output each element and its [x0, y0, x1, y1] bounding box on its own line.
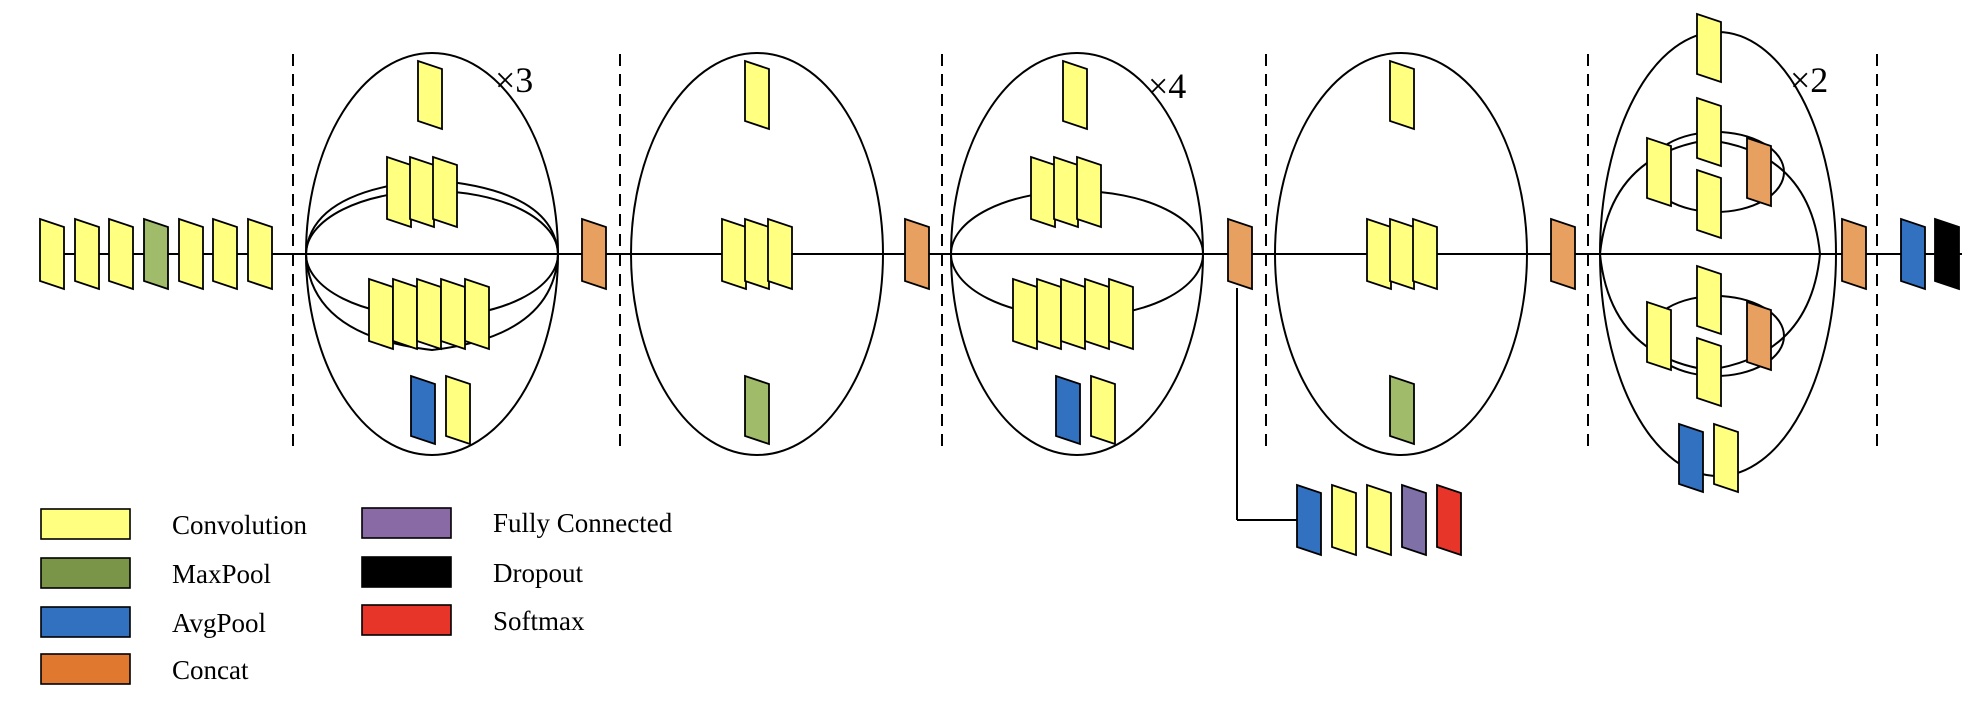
legend-label-avgpool: AvgPool — [172, 608, 266, 638]
convolution-block-53 — [1646, 300, 1672, 372]
convolution-block-7 — [417, 59, 443, 131]
maxpool-block-23 — [744, 374, 770, 446]
legend-swatch-dropout — [361, 556, 452, 588]
legend-item-fully-connected: Fully Connected — [361, 507, 673, 539]
legend-item-maxpool: MaxPool — [40, 557, 271, 589]
legend-swatch-fully-connected — [361, 507, 452, 539]
convolution-block-58 — [1713, 422, 1739, 494]
convolution-block-28 — [1076, 155, 1102, 229]
legend-swatch-softmax — [361, 604, 452, 636]
convolution-block-17 — [445, 374, 471, 446]
convolution-block-42 — [1389, 59, 1415, 131]
convolution-block-25 — [1062, 59, 1088, 131]
maxpool-block-46 — [1389, 374, 1415, 446]
convolution-block-13 — [416, 277, 442, 351]
avgpool-block-57 — [1678, 422, 1704, 494]
legend-label-fully-connected: Fully Connected — [493, 508, 673, 538]
convolution-block-38 — [1331, 483, 1357, 557]
legend-item-dropout: Dropout — [361, 556, 583, 588]
convolution-block-39 — [1366, 483, 1392, 557]
avgpool-block-16 — [410, 374, 436, 446]
maxpool-block-3 — [143, 217, 169, 291]
concat-block-36 — [1227, 217, 1253, 291]
avgpool-block-34 — [1055, 374, 1081, 446]
dropout-block-61 — [1934, 217, 1960, 291]
convolution-block-1 — [74, 217, 100, 291]
legend-label-concat: Concat — [172, 655, 249, 685]
convolution-block-12 — [392, 277, 418, 351]
convolution-block-22 — [767, 217, 793, 291]
block-a-multiplier: ×3 — [495, 60, 533, 100]
convolution-block-50 — [1696, 96, 1722, 168]
legend-item-concat: Concat — [40, 653, 249, 685]
convolution-block-54 — [1696, 264, 1722, 336]
convolution-block-35 — [1090, 374, 1116, 446]
convolution-block-2 — [108, 217, 134, 291]
convolution-block-48 — [1696, 12, 1722, 84]
connection-lines — [40, 31, 1962, 521]
convolution-block-51 — [1696, 168, 1722, 240]
concat-block-18 — [581, 217, 607, 291]
convolution-block-26 — [1030, 155, 1056, 229]
legend-item-softmax: Softmax — [361, 604, 585, 636]
convolution-block-4 — [178, 217, 204, 291]
convolution-block-33 — [1108, 277, 1134, 351]
legend-swatch-convolution — [40, 508, 131, 540]
softmax-block-41 — [1436, 483, 1462, 557]
convolution-block-14 — [440, 277, 466, 351]
legend-item-avgpool: AvgPool — [40, 606, 266, 638]
convolution-block-19 — [744, 59, 770, 131]
branch-outline — [1274, 52, 1528, 456]
branch-outline — [630, 52, 884, 456]
legend-label-convolution: Convolution — [172, 510, 308, 540]
convolution-block-21 — [744, 217, 770, 291]
convolution-block-44 — [1389, 217, 1415, 291]
block-e-multiplier: ×2 — [1790, 60, 1828, 100]
convolution-block-10 — [432, 155, 458, 229]
convolution-block-31 — [1060, 277, 1086, 351]
legend-label-maxpool: MaxPool — [172, 559, 271, 589]
convolution-block-32 — [1084, 277, 1110, 351]
convolution-block-27 — [1053, 155, 1079, 229]
convolution-block-49 — [1646, 136, 1672, 208]
avgpool-block-60 — [1900, 217, 1926, 291]
convolution-block-11 — [368, 277, 394, 351]
legend-label-softmax: Softmax — [493, 606, 585, 636]
concat-block-47 — [1550, 217, 1576, 291]
concat-block-59 — [1841, 217, 1867, 291]
convolution-block-55 — [1696, 336, 1722, 408]
convolution-block-29 — [1012, 277, 1038, 351]
concat-block-24 — [904, 217, 930, 291]
convolution-block-45 — [1412, 217, 1438, 291]
convolution-block-0 — [39, 217, 65, 291]
convolution-block-8 — [386, 155, 412, 229]
concat-block-52 — [1746, 136, 1772, 208]
convolution-block-43 — [1366, 217, 1392, 291]
legend-swatch-concat — [40, 653, 131, 685]
legend-label-dropout: Dropout — [493, 558, 583, 588]
fully-connected-block-40 — [1401, 483, 1427, 557]
convolution-block-5 — [212, 217, 238, 291]
convolution-block-9 — [409, 155, 435, 229]
avgpool-block-37 — [1296, 483, 1322, 557]
convolution-block-30 — [1036, 277, 1062, 351]
branch-path — [305, 253, 559, 352]
convolution-block-6 — [247, 217, 273, 291]
concat-block-56 — [1746, 300, 1772, 372]
convolution-block-15 — [464, 277, 490, 351]
legend-swatch-maxpool — [40, 557, 131, 589]
layer-blocks — [39, 12, 1960, 557]
legend-swatch-avgpool — [40, 606, 131, 638]
convolution-block-20 — [721, 217, 747, 291]
legend-item-convolution: Convolution — [40, 508, 308, 540]
block-c-multiplier: ×4 — [1148, 66, 1186, 106]
legend: Convolution MaxPool AvgPool Concat Fully… — [40, 507, 673, 685]
